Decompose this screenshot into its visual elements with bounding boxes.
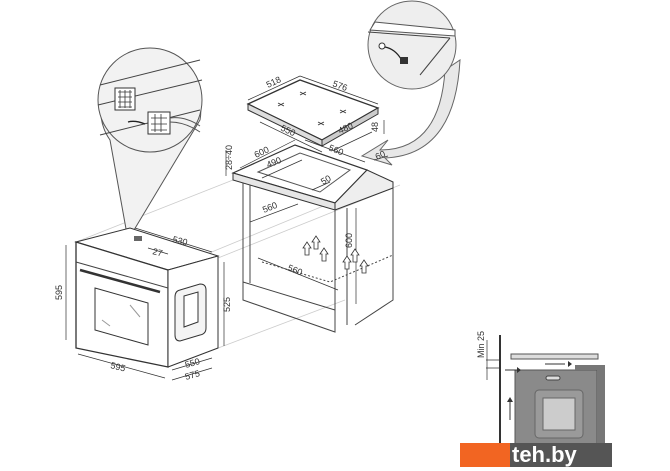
watermark-text: teh.by (512, 442, 578, 467)
oven-body-height-label: 525 (222, 297, 232, 312)
oven-body-depth-label: 550 (184, 356, 201, 370)
oven-connector (134, 236, 142, 241)
oven-handle (79, 268, 161, 294)
connector-detail-bubble (97, 47, 203, 242)
teh-by-watermark: teh.by (460, 442, 612, 467)
oven-total-depth-label: 575 (184, 368, 201, 382)
oven-depth-label: 530 (172, 234, 189, 247)
hob-height-label: 48 (370, 122, 380, 132)
cabinet-depth-label: 560 (327, 143, 345, 158)
rear-gap-label: 60 (374, 149, 387, 162)
hob: 518 576 550 480 48 (246, 74, 385, 153)
min-gap-label: Min 25 (476, 331, 486, 358)
worktop-thickness-label: 28÷40 (224, 145, 234, 170)
oven-window (94, 287, 149, 346)
plug-icon (147, 111, 201, 135)
inner-depth-label: 560 (261, 200, 279, 215)
cable-icon (378, 42, 408, 64)
socket-icon (114, 87, 136, 111)
arrow-icon (127, 120, 146, 125)
oven: 595 530 27 525 595 550 575 (54, 227, 232, 382)
oven-width-label: 595 (110, 360, 127, 373)
airflow-arrows (302, 235, 369, 274)
front-offset-label: 27 (152, 246, 164, 258)
niche-height-label: 600 (344, 233, 354, 248)
oven-height-label: 595 (54, 285, 64, 300)
hob-depth-label: 576 (331, 78, 349, 93)
hob-width-label: 518 (265, 74, 283, 89)
front-gap-label: 50 (319, 173, 333, 187)
cabinet: 600 490 560 60 50 560 560 600 28÷40 (224, 139, 394, 333)
cable-detail-bubble (360, 0, 461, 166)
